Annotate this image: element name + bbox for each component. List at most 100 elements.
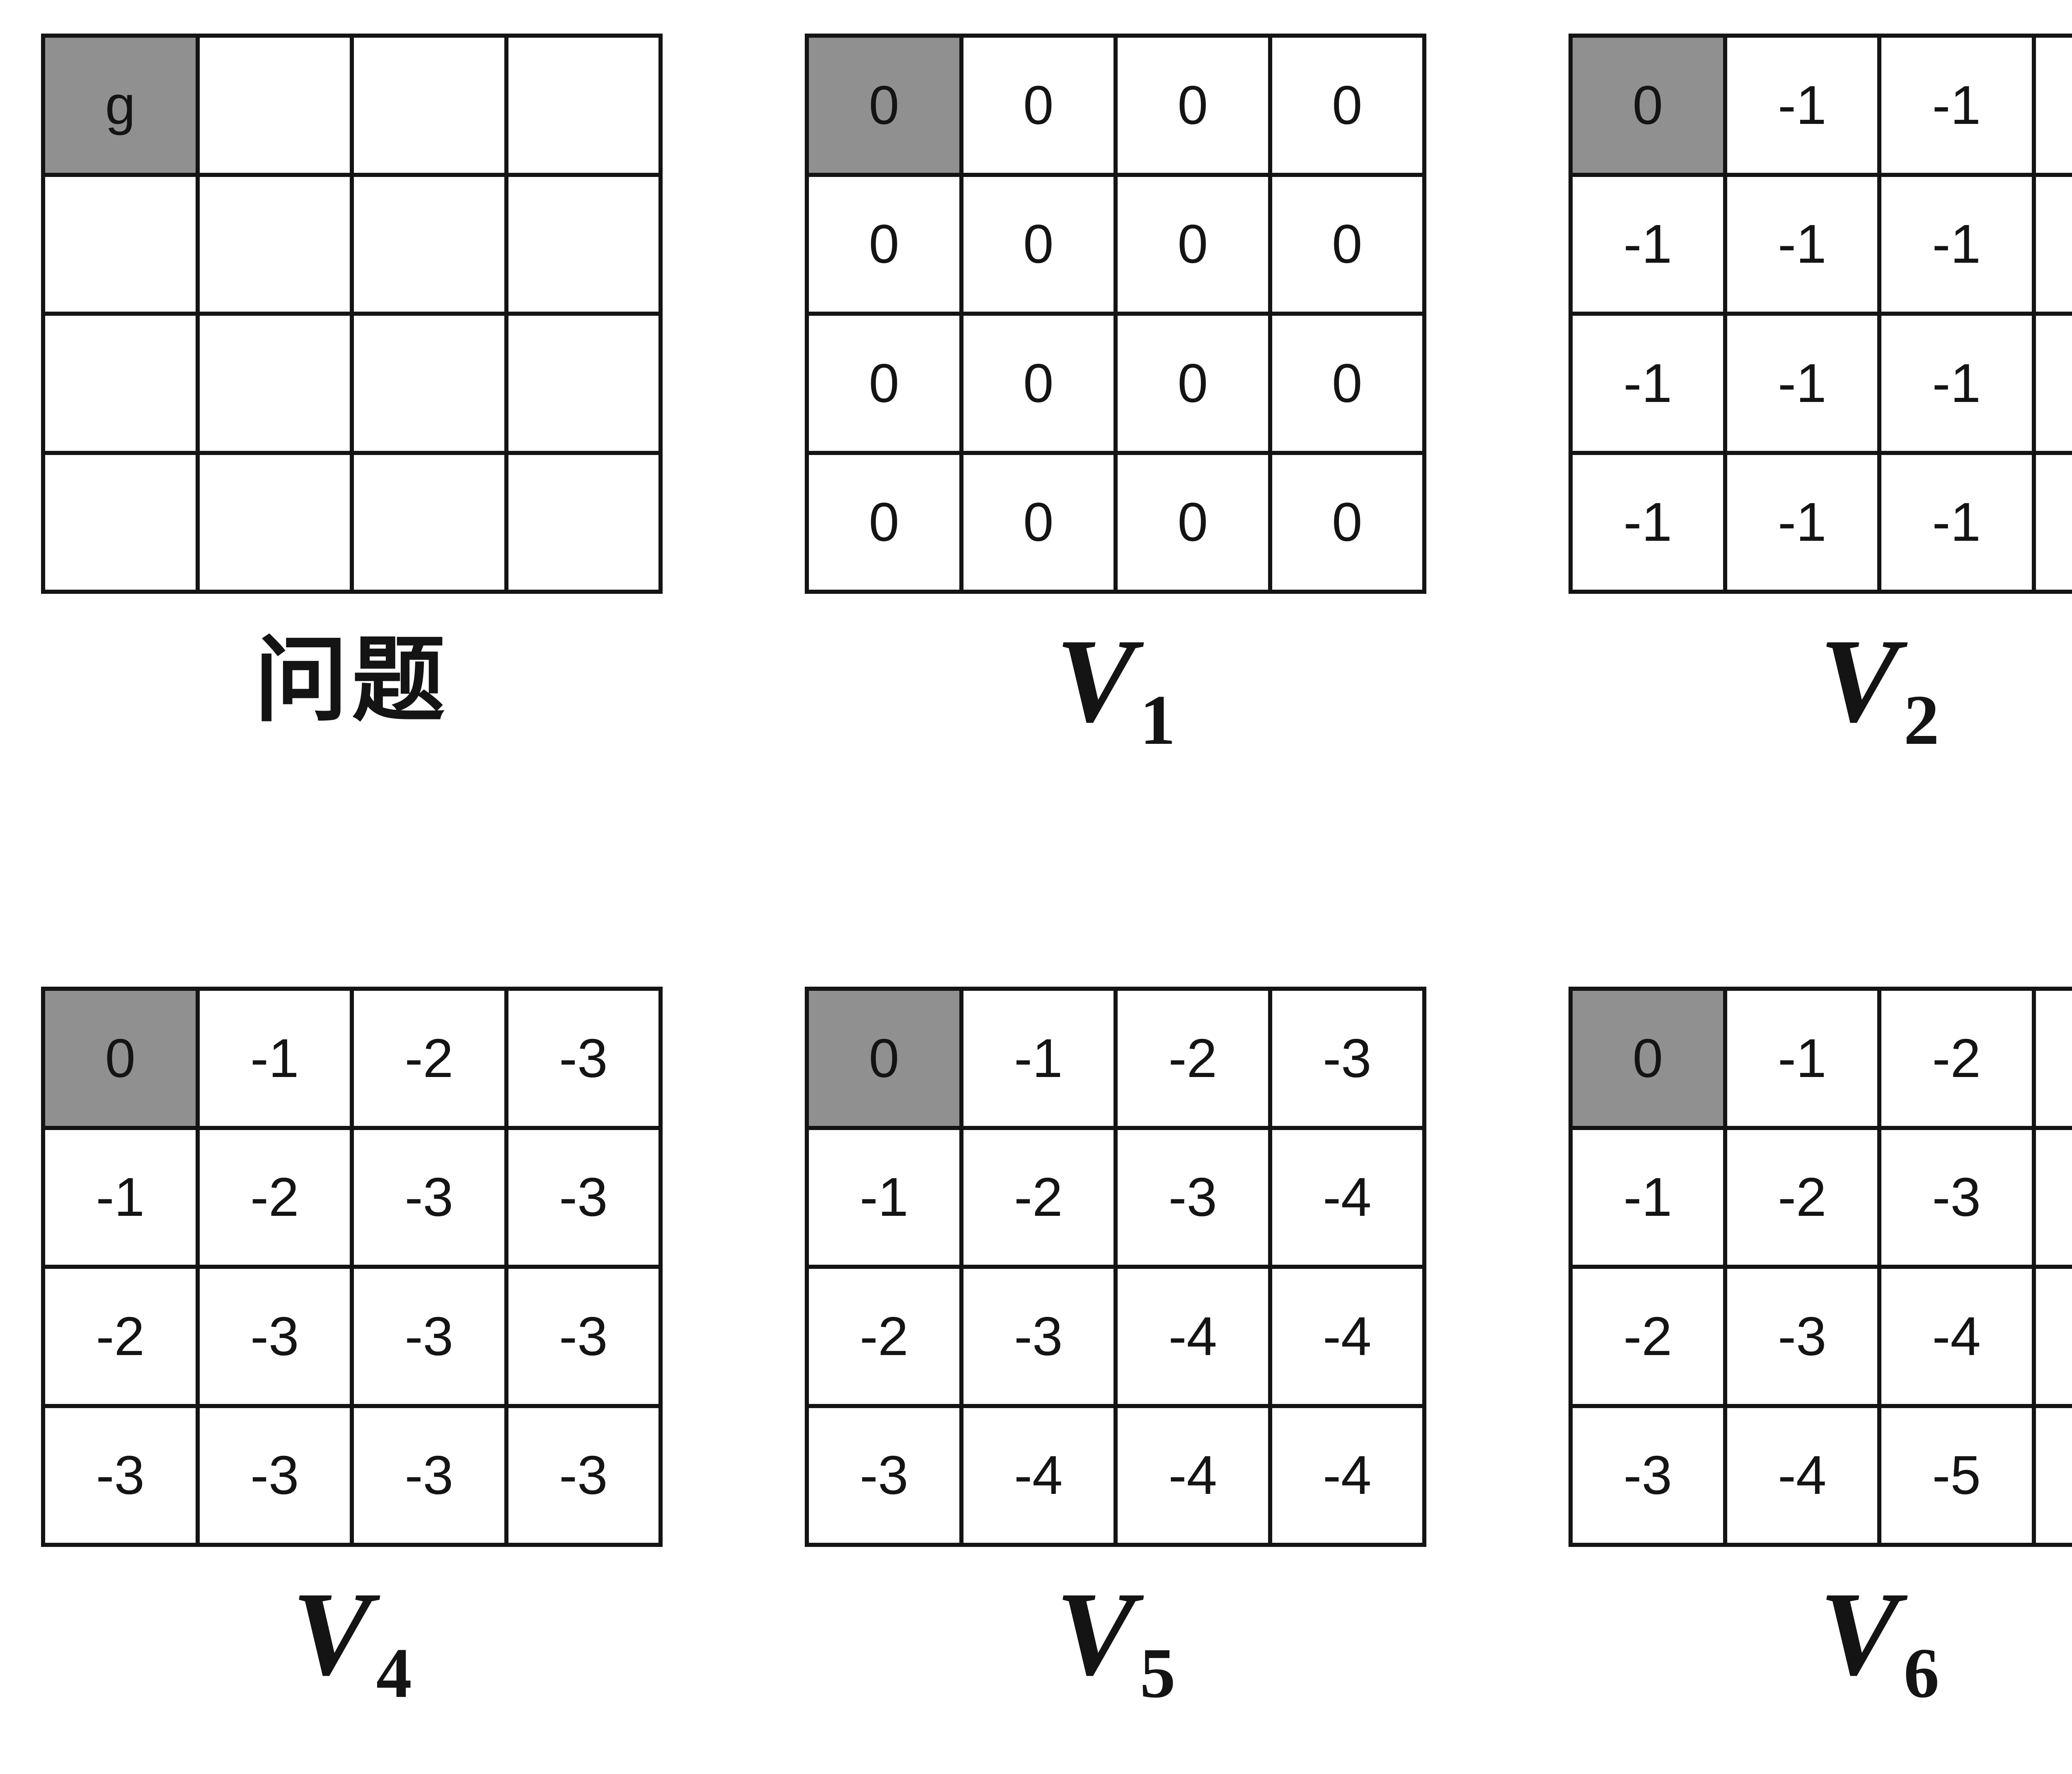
cell-v2-r1c2: -1 [1727, 38, 1877, 173]
cell-v2-r4c2: -1 [1727, 455, 1877, 590]
cell-v4-r4c2: -3 [199, 1408, 350, 1543]
cell-v2-r3c2: -1 [1727, 316, 1877, 451]
cell-v1-r4c4: 0 [1272, 455, 1422, 590]
v6-label-subscript: 6 [1903, 1634, 1939, 1713]
cell-v4-r2c2: -2 [199, 1130, 350, 1265]
cell-v6-r3c1: -2 [1573, 1269, 1723, 1404]
panel-problem-caption: 问题 [41, 619, 663, 743]
cell-v4-r1c3: -2 [354, 991, 504, 1126]
cell-v6-r1c1-goal: 0 [1573, 991, 1723, 1126]
cell-v6-r4c4: -5 [2036, 1408, 2072, 1543]
cell-v6-r3c3: -4 [1881, 1269, 2032, 1404]
cell-v4-r3c3: -3 [354, 1269, 504, 1404]
cell-v5-r2c4: -4 [1272, 1130, 1422, 1265]
cell-v2-r4c4: -1 [2036, 455, 2072, 590]
cell-v1-r1c3: 0 [1118, 38, 1268, 173]
cell-v5-r4c2: -4 [963, 1408, 1113, 1543]
cell-v1-r1c2: 0 [963, 38, 1113, 173]
cell-v1-r2c4: 0 [1272, 177, 1422, 312]
cell-v4-r3c1: -2 [45, 1269, 196, 1404]
cell-v4-r3c4: -3 [508, 1269, 658, 1404]
cell-problem-r4c3 [354, 455, 504, 590]
cell-v1-r3c4: 0 [1272, 316, 1422, 451]
cell-v4-r2c3: -3 [354, 1130, 504, 1265]
cell-problem-r4c2 [199, 455, 350, 590]
cell-problem-r1c4 [508, 38, 658, 173]
cell-v2-r1c1-goal: 0 [1573, 38, 1723, 173]
cell-v5-r3c2: -3 [963, 1269, 1113, 1404]
cell-problem-r4c4 [508, 455, 658, 590]
cell-v1-r2c3: 0 [1118, 177, 1268, 312]
cell-v4-r4c1: -3 [45, 1408, 196, 1543]
cell-problem-r2c3 [354, 177, 504, 312]
cell-v2-r3c4: -1 [2036, 316, 2072, 451]
cell-v6-r1c2: -1 [1727, 991, 1877, 1126]
cell-v5-r2c3: -3 [1118, 1130, 1268, 1265]
cell-v2-r3c3: -1 [1881, 316, 2032, 451]
v2-label-base: V [1819, 614, 1900, 747]
cell-v2-r2c2: -1 [1727, 177, 1877, 312]
v5-label-subscript: 5 [1140, 1634, 1176, 1713]
cell-v6-r4c3: -5 [1881, 1408, 2032, 1543]
panel-problem: g 问题 [41, 34, 663, 743]
cell-problem-r2c4 [508, 177, 658, 312]
cell-v1-r3c2: 0 [963, 316, 1113, 451]
cell-v5-r2c1: -1 [809, 1130, 959, 1265]
cell-v1-r1c4: 0 [1272, 38, 1422, 173]
cell-v5-r4c3: -4 [1118, 1408, 1268, 1543]
cell-problem-r3c4 [508, 316, 658, 451]
cell-problem-r3c1 [45, 316, 196, 451]
cell-problem-r1c2 [199, 38, 350, 173]
cell-v1-r4c1: 0 [809, 455, 959, 590]
cell-v2-r2c4: -1 [2036, 177, 2072, 312]
cell-v1-r2c1: 0 [809, 177, 959, 312]
cell-v5-r3c4: -4 [1272, 1269, 1422, 1404]
v4-label-base: V [292, 1567, 372, 1700]
cell-v6-r2c2: -2 [1727, 1130, 1877, 1265]
cell-v6-r1c3: -2 [1881, 991, 2032, 1126]
cell-v2-r1c3: -1 [1881, 38, 2032, 173]
cell-v4-r1c1-goal: 0 [45, 991, 196, 1126]
cell-v1-r2c2: 0 [963, 177, 1113, 312]
cell-v1-r4c3: 0 [1118, 455, 1268, 590]
cell-problem-r2c1 [45, 177, 196, 312]
cell-v6-r2c3: -3 [1881, 1130, 2032, 1265]
cell-v5-r1c1-goal: 0 [809, 991, 959, 1126]
cell-v5-r3c3: -4 [1118, 1269, 1268, 1404]
problem-label: 问题 [254, 629, 449, 733]
cell-problem-r1c3 [354, 38, 504, 173]
cell-v5-r4c1: -3 [809, 1408, 959, 1543]
cell-v2-r3c1: -1 [1573, 316, 1723, 451]
cell-v4-r3c2: -3 [199, 1269, 350, 1404]
cell-problem-r2c2 [199, 177, 350, 312]
panel-v2: 0-1-1-1-1-1-1-1-1-1-1-1-1-1-1-1 V2 [1569, 34, 2072, 756]
v1-label-subscript: 1 [1140, 681, 1176, 760]
cell-v2-r4c3: -1 [1881, 455, 2032, 590]
cell-v1-r3c1: 0 [809, 316, 959, 451]
cell-v4-r1c4: -3 [508, 991, 658, 1126]
v4-grid: 0-1-2-3-1-2-3-3-2-3-3-3-3-3-3-3 [41, 987, 663, 1547]
cell-v2-r1c4: -1 [2036, 38, 2072, 173]
cell-v4-r2c4: -3 [508, 1130, 658, 1265]
cell-v4-r4c4: -3 [508, 1408, 658, 1543]
panel-v6: 0-1-2-3-1-2-3-4-2-3-4-5-3-4-5-5 V6 [1569, 987, 2072, 1709]
cell-v2-r4c1: -1 [1573, 455, 1723, 590]
problem-grid: g [41, 34, 663, 594]
v2-grid: 0-1-1-1-1-1-1-1-1-1-1-1-1-1-1-1 [1569, 34, 2072, 594]
cell-problem-r1c1-goal: g [45, 38, 196, 173]
cell-v5-r3c1: -2 [809, 1269, 959, 1404]
